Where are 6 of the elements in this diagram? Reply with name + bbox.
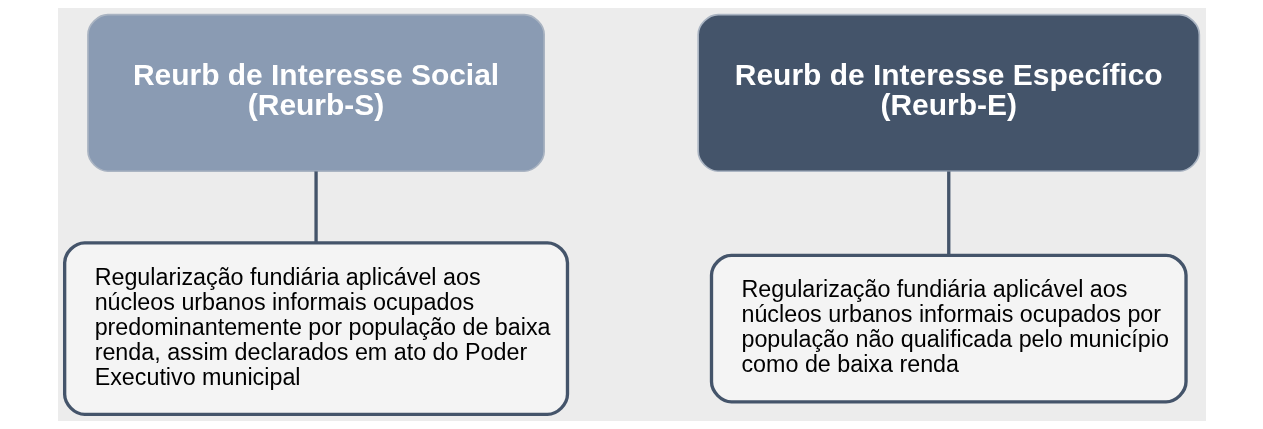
node-box: Reurb de Interesse Específico (Reurb-E) xyxy=(696,13,1200,173)
node-box: Reurb de Interesse Social (Reurb-S) xyxy=(86,13,545,173)
node-box: Regularização fundiária aplicável aos núcleos urbanos informais ocupados predominantemente por população de baixa renda, assim declarados em ato do Poder Executivo municipal xyxy=(62,241,569,416)
connector xyxy=(313,171,318,243)
node-box: Regularização fundiária aplicável aos núcleos urbanos informais ocupados por população não qualificada pelo município como de baixa renda xyxy=(709,253,1188,404)
connector xyxy=(946,171,950,256)
